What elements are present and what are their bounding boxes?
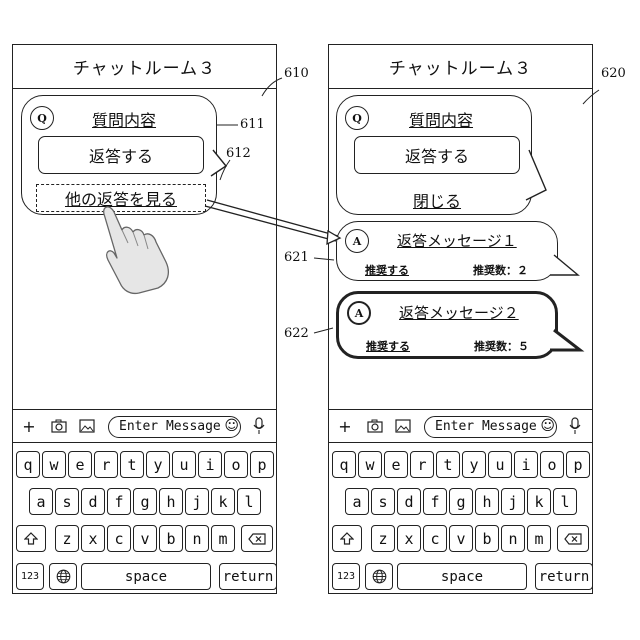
ref-612: 612 [226,146,251,161]
leader-line [583,90,599,104]
bubble-tail [211,150,226,176]
bubble-tail [550,255,578,275]
pointing-hand-icon [104,207,169,294]
leader-line [262,78,282,96]
ref-622: 622 [284,326,309,341]
bubble-tail [526,150,546,200]
ref-620: 620 [601,66,626,81]
leader-line [314,328,333,333]
transition-arrow [205,200,340,244]
bubble-tail [550,330,580,350]
leader-line [314,258,334,260]
ref-611: 611 [240,117,265,132]
ref-610: 610 [284,66,309,81]
ref-621: 621 [284,250,309,265]
